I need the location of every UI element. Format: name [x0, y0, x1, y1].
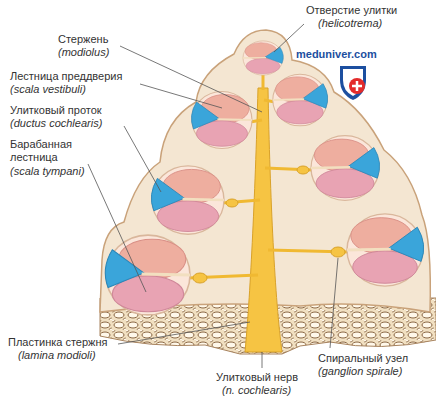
- latin-label: (scala tympani): [10, 165, 85, 178]
- logo-shield: [340, 66, 366, 100]
- duct-section: [311, 136, 380, 201]
- latin-label: (ductus cochlearis): [10, 117, 102, 130]
- latin-label: (lamina modioli): [18, 349, 96, 362]
- latin-label: (ganglion spirale): [318, 365, 402, 378]
- part-label: Барабанная лестница: [10, 138, 90, 164]
- part-label: Стержень: [58, 33, 108, 46]
- part-label: Спиральный узел: [318, 352, 408, 365]
- latin-label: (helicotrema): [318, 17, 382, 30]
- duct-section: [347, 214, 424, 286]
- latin-label: (modiolus): [58, 46, 109, 59]
- duct-section: [151, 166, 224, 234]
- part-label: Отверстие улитки: [306, 4, 397, 17]
- part-label: Лестница преддверия: [10, 70, 122, 83]
- latin-label: (scala vestibuli): [10, 83, 86, 96]
- latin-label: (n. cochlearis): [222, 384, 291, 397]
- watermark: meduniver.com: [296, 48, 377, 61]
- helicotrema-section: [243, 41, 283, 75]
- duct-section: [273, 74, 328, 126]
- duct-section: [191, 92, 252, 149]
- duct-section: [105, 235, 190, 315]
- part-label: Пластинка стержня: [8, 336, 107, 349]
- spiral-ganglion: [193, 166, 345, 283]
- part-label: Улитковый нерв: [216, 371, 298, 384]
- part-label: Улитковый проток: [10, 104, 102, 117]
- leader-line: [88, 24, 338, 368]
